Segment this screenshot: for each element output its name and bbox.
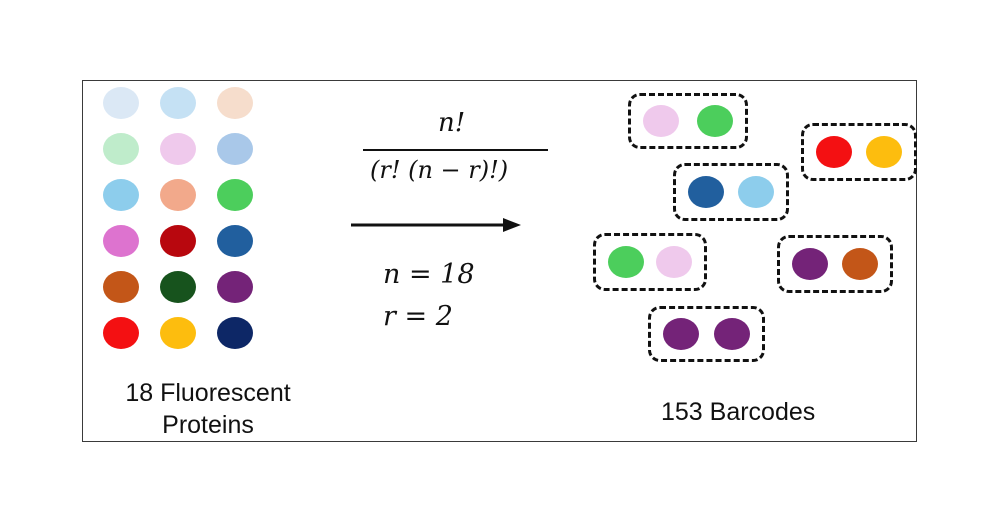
fluorescent-protein-dot [103,317,139,349]
fluorescent-protein-dot [160,87,196,119]
fluorescent-protein-dot [160,179,196,211]
barcode-dot [656,246,692,278]
barcode-dot [792,248,828,280]
fluorescent-protein-dot [217,271,253,303]
barcode-dot [714,318,750,350]
barcode-dot [842,248,878,280]
barcode-dot [688,176,724,208]
barcode-pair-box [593,233,707,291]
barcode-pair-box [801,123,917,181]
fluorescent-protein-dot [217,225,253,257]
fluorescent-proteins-label: 18 Fluorescent Proteins [83,377,333,441]
fluorescent-protein-dot [160,133,196,165]
fluorescent-proteins-label-line1: 18 Fluorescent [125,379,291,407]
barcode-dot [738,176,774,208]
barcode-pair-box [777,235,893,293]
diagram-frame: 18 Fluorescent Proteins n! (r! (n − r)!)… [82,80,917,442]
formula-numerator: n! [438,108,466,138]
barcode-pair-box [673,163,789,221]
barcode-dot [643,105,679,137]
fluorescent-protein-dot [217,133,253,165]
fluorescent-protein-dot [217,179,253,211]
barcode-dot [866,136,902,168]
barcode-pair-box [628,93,748,149]
fluorescent-protein-dot [217,317,253,349]
r-equation: r = 2 [383,301,453,332]
fluorescent-protein-dot [160,317,196,349]
right-arrow-icon [351,218,521,232]
barcodes-label: 153 Barcodes [661,398,816,426]
barcode-dot [608,246,644,278]
barcode-pair-box [648,306,765,362]
formula-denominator: (r! (n − r)!) [370,156,509,184]
fraction-line [363,149,548,151]
barcode-dot [663,318,699,350]
fluorescent-protein-dot [103,225,139,257]
fluorescent-protein-dot [103,179,139,211]
barcode-dot [816,136,852,168]
fluorescent-proteins-label-line2: Proteins [162,411,254,439]
fluorescent-protein-dot [103,87,139,119]
n-equation: n = 18 [383,259,475,290]
fluorescent-protein-dot [217,87,253,119]
fluorescent-protein-dot [160,271,196,303]
barcode-dot [697,105,733,137]
fluorescent-protein-dot [103,133,139,165]
fluorescent-protein-dot [103,271,139,303]
fluorescent-protein-dot [160,225,196,257]
